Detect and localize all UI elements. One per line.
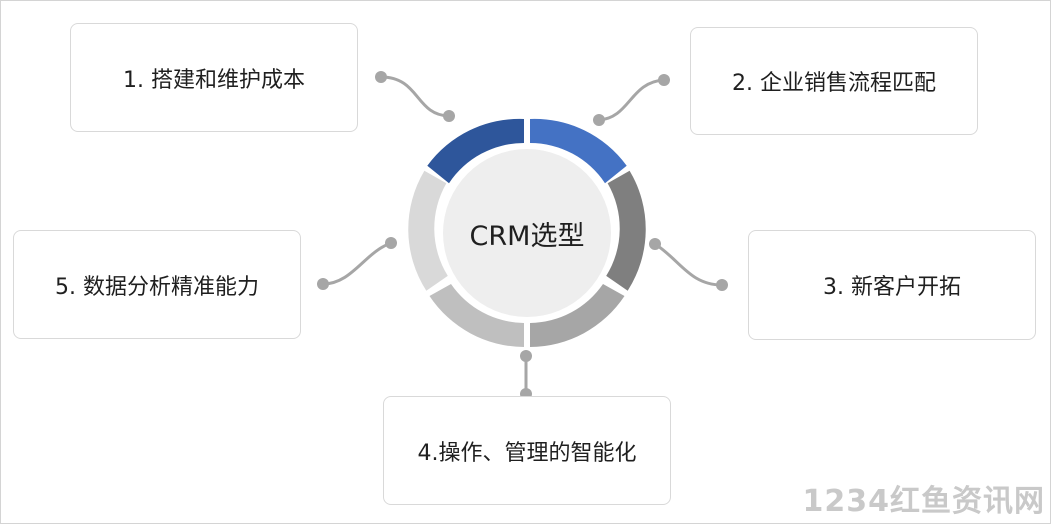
connector-1 xyxy=(379,75,451,118)
connector-5 xyxy=(321,241,393,286)
ring-segment-bottom-left xyxy=(429,284,524,347)
center-circle xyxy=(443,149,611,317)
connector-dot xyxy=(385,237,397,249)
item-box-1: 1. 搭建和维护成本 xyxy=(70,23,358,132)
ring-segment-top-left xyxy=(427,118,524,184)
ring-segment-top-right xyxy=(530,118,627,184)
connector-dot xyxy=(443,110,455,122)
item-label: 3. 新客户开拓 xyxy=(823,275,961,300)
item-box-4: 4.操作、管理的智能化 xyxy=(383,396,671,505)
connector-dot xyxy=(375,71,387,83)
item-box-2: 2. 企业销售流程匹配 xyxy=(690,27,978,135)
connector-dot xyxy=(593,114,605,126)
connector-dot xyxy=(716,279,728,291)
item-box-5: 5. 数据分析精准能力 xyxy=(13,230,301,339)
watermark: 1234红鱼资讯网 xyxy=(802,484,1045,519)
item-box-3: 3. 新客户开拓 xyxy=(748,230,1036,340)
ring-segment-left xyxy=(408,170,448,291)
connector-dot xyxy=(658,74,670,86)
connector-dot xyxy=(649,238,661,250)
connector-dot xyxy=(520,350,532,362)
connector-3 xyxy=(653,242,724,287)
item-label: 5. 数据分析精准能力 xyxy=(55,274,259,300)
item-label: 1. 搭建和维护成本 xyxy=(123,67,305,93)
item-label: 2. 企业销售流程匹配 xyxy=(732,71,936,96)
connector-2 xyxy=(597,78,666,122)
ring-segment-bottom-right xyxy=(530,284,625,347)
item-label: 4.操作、管理的智能化 xyxy=(417,440,637,466)
center-label: CRM选型 xyxy=(469,220,585,252)
ring-segment-right xyxy=(606,170,646,291)
connector-dot xyxy=(317,278,329,290)
